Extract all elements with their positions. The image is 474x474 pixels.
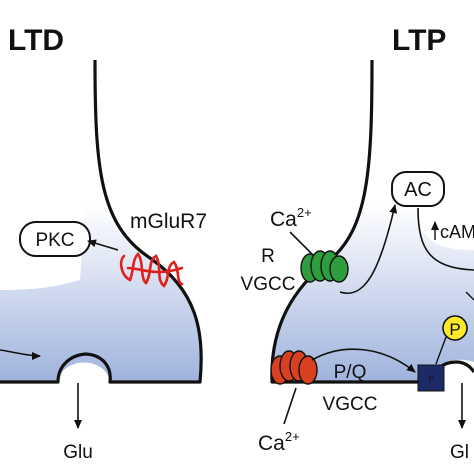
vgcc-top-label: VGCC	[241, 274, 296, 295]
ca-bottom-label: Ca2+	[258, 429, 300, 455]
r-to-ac-arrow	[339, 204, 398, 295]
vgcc-bottom-label: VGCC	[323, 394, 378, 415]
ltd-presynaptic-terminal	[0, 60, 202, 382]
pkc-box	[19, 221, 91, 257]
ltp-terminal-outline	[270, 59, 474, 384]
phosphate-label: P	[449, 320, 460, 339]
camp-label: cAM	[440, 222, 474, 242]
phosphate-connector	[435, 336, 447, 365]
right-edge-tick	[465, 291, 474, 301]
ltd-title: LTD	[8, 24, 64, 57]
ltp-panel: LTP Ca2+ R VGCC AC cAM P	[241, 24, 474, 463]
target-small-p: P	[429, 376, 434, 383]
ac-downstream-arrow	[417, 207, 474, 271]
ac-label: AC	[404, 179, 432, 201]
ltd-panel: LTD PKC mGluR7 Glu	[0, 24, 207, 463]
ca-bottom-arrow	[283, 387, 297, 425]
ltd-incoming-arrow	[0, 349, 41, 360]
pq-type-channel-icon	[270, 350, 318, 385]
r-type-channel-icon	[300, 250, 349, 283]
mglur7-label: mGluR7	[130, 210, 207, 233]
ca-top-label: Ca2+	[270, 205, 312, 231]
ltp-presynaptic-terminal	[271, 60, 474, 382]
r-label: R	[261, 246, 275, 267]
ltp-glu-label: Gl	[450, 442, 469, 463]
ltd-glu-label: Glu	[63, 442, 93, 463]
phosphate-icon: P	[442, 315, 468, 341]
ac-box	[391, 171, 445, 207]
pkc-label: PKC	[35, 230, 74, 251]
target-protein-icon	[417, 364, 445, 392]
ltd-terminal-outline	[0, 59, 203, 384]
mglur7-to-pkc-arrow	[87, 239, 119, 251]
mglur7-receptor-icon	[119, 252, 184, 288]
ltp-title: LTP	[392, 24, 446, 57]
pq-label: P/Q	[334, 362, 367, 383]
pq-to-target-arrow	[311, 348, 416, 373]
